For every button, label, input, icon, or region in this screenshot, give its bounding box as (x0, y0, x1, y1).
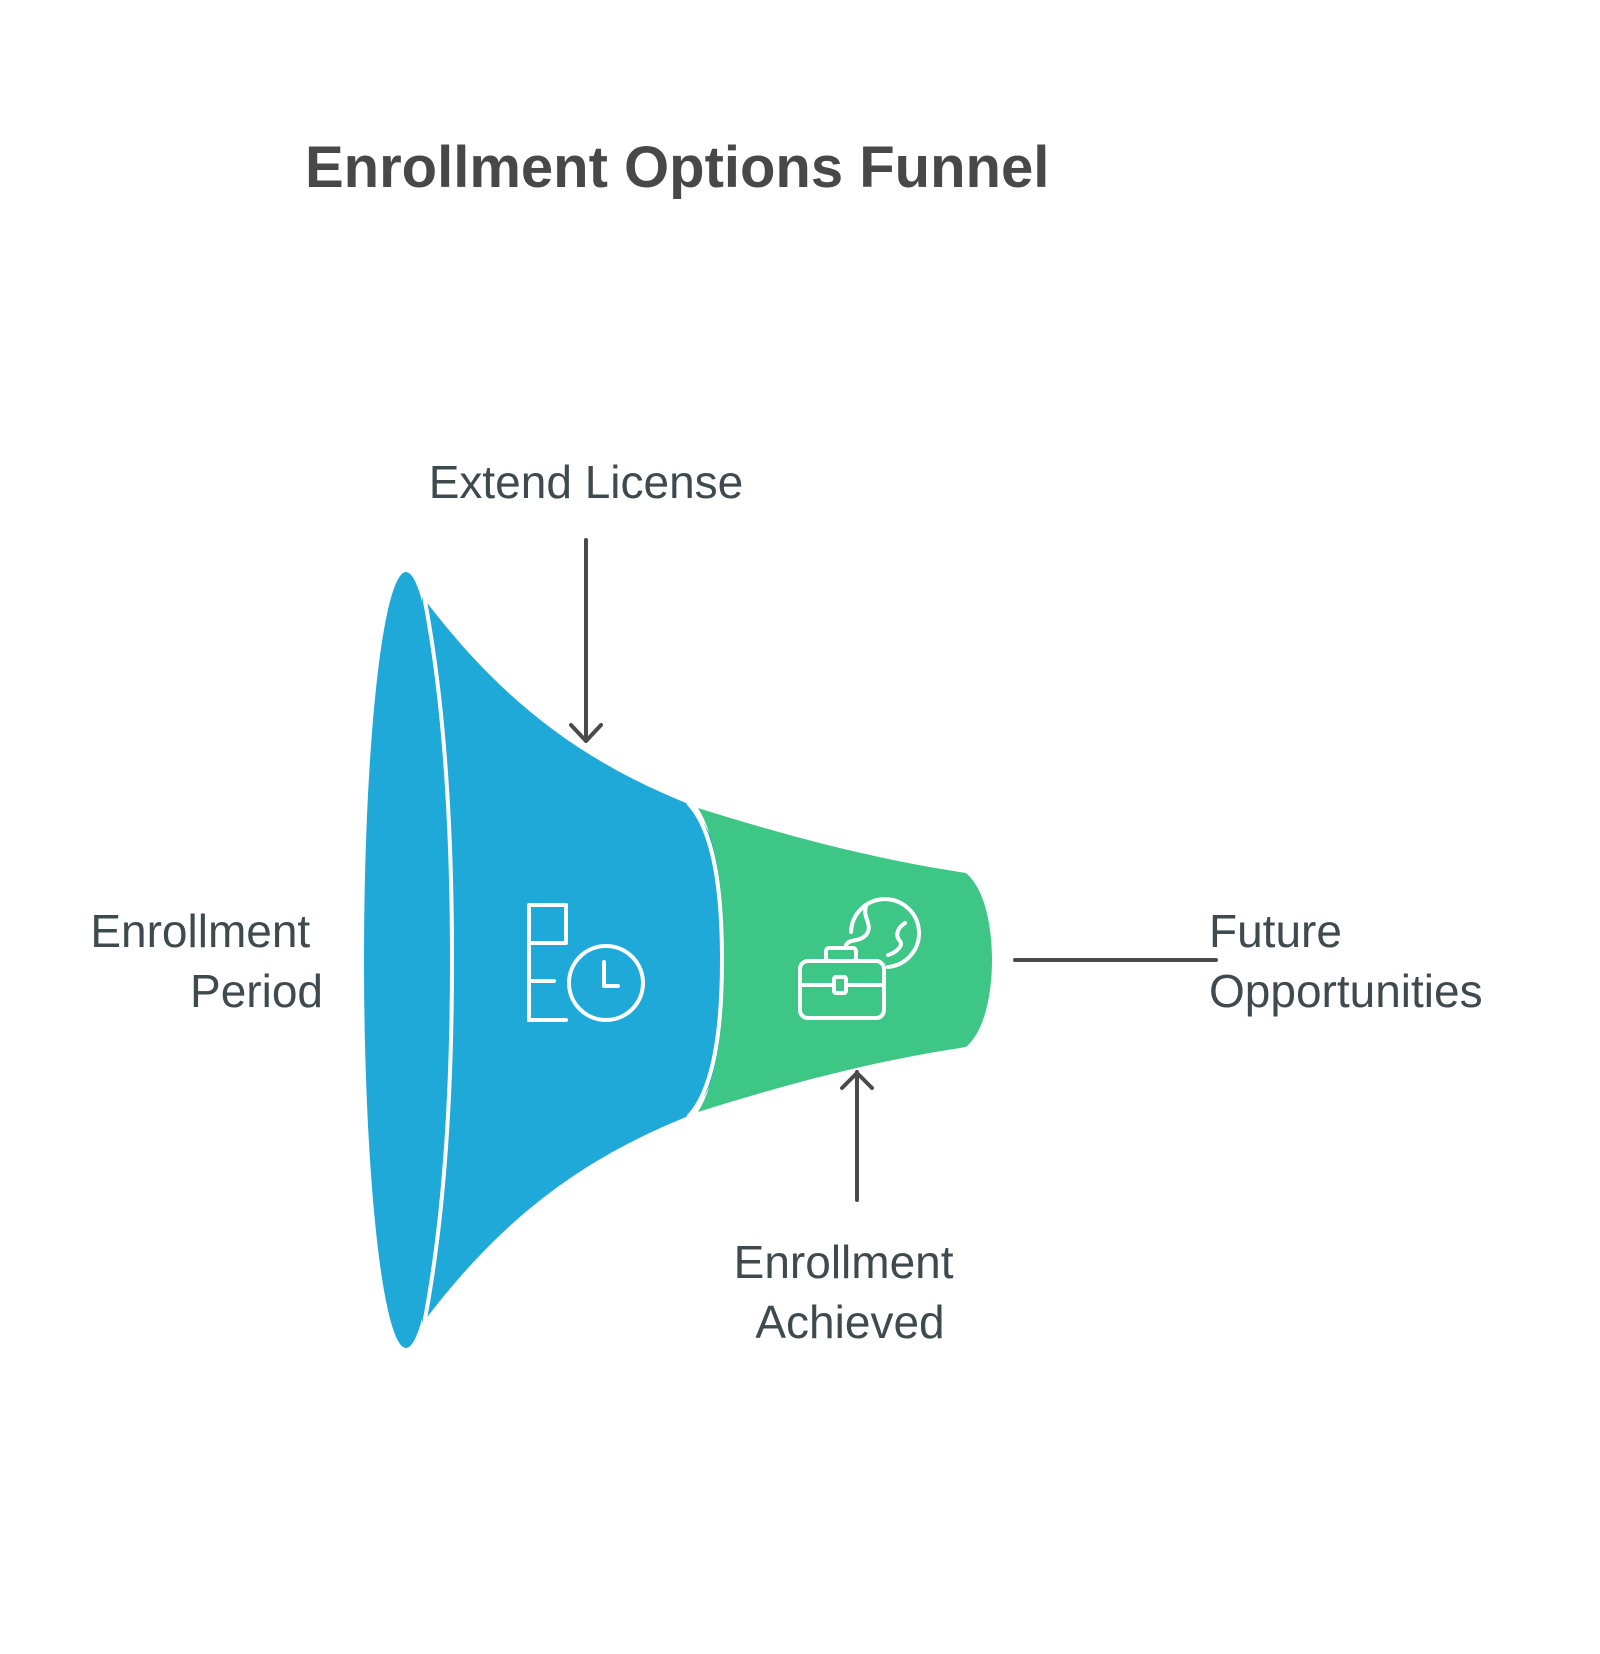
stage-1-rim (364, 572, 448, 1348)
extend-license-connector (569, 538, 603, 743)
label-enrollment-period: Enrollment Period (90, 905, 323, 1017)
diagram-title: Enrollment Options Funnel (305, 135, 1049, 200)
label-future-opportunities: Future Opportunities (1209, 905, 1483, 1017)
enrollment-achieved-connector (840, 1070, 874, 1202)
stage-1-rim-highlight (422, 595, 455, 1325)
label-enrollment-achieved: Enrollment Achieved (734, 1236, 967, 1348)
briefcase-globe-icon (798, 897, 921, 1020)
stage-1-body (422, 596, 726, 1324)
calendar-clock-icon (527, 903, 645, 1022)
funnel-stage-enrollment-period (364, 572, 726, 1348)
label-extend-license: Extend License (429, 456, 744, 508)
stage-separator (686, 801, 725, 1119)
